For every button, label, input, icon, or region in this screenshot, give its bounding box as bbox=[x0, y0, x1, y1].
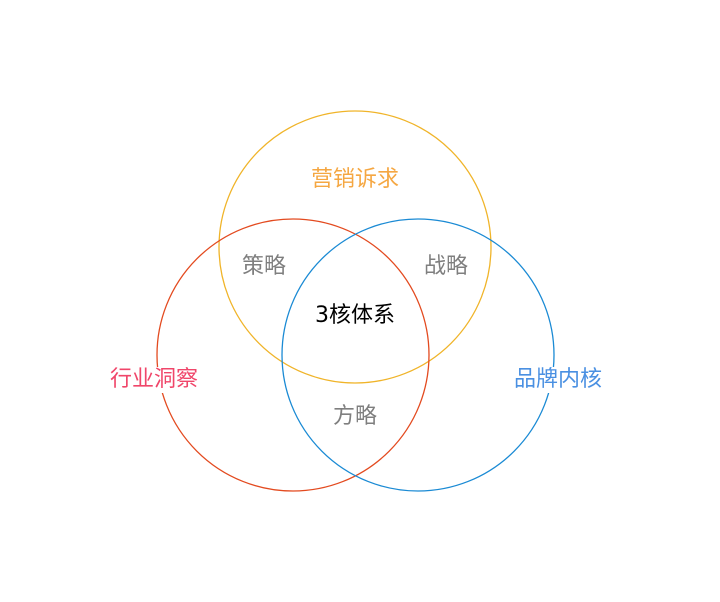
label-strategy: 策略 bbox=[241, 254, 287, 279]
label-brand: 品牌内核 bbox=[511, 367, 605, 393]
label-marketing: 营销诉求 bbox=[308, 167, 402, 193]
circle-industry bbox=[156, 218, 430, 492]
label-core-system: 3核体系 bbox=[315, 303, 395, 328]
circle-marketing bbox=[218, 110, 492, 384]
circle-brand bbox=[281, 218, 555, 492]
label-method: 方略 bbox=[332, 404, 378, 429]
label-industry: 行业洞察 bbox=[107, 367, 201, 393]
label-war-strategy: 战略 bbox=[423, 254, 469, 279]
